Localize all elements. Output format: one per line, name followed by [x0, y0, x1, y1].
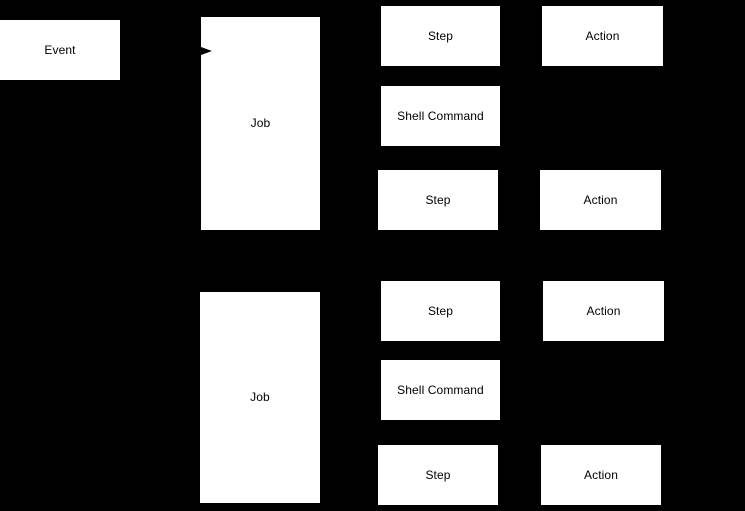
arrow-event-to-job-icon — [201, 47, 212, 55]
node-step-2-label: Step — [425, 192, 451, 207]
node-shell-command-1[interactable]: Shell Command — [381, 86, 500, 146]
node-step-3-label: Step — [427, 303, 454, 318]
node-job-1-label: Job — [250, 116, 271, 131]
node-step-4-label: Step — [425, 467, 451, 482]
node-step-2[interactable]: Step — [378, 170, 498, 230]
node-job-2[interactable]: Job — [200, 292, 320, 503]
node-job-1[interactable]: Job — [201, 17, 320, 230]
node-step-4[interactable]: Step — [378, 445, 498, 505]
node-step-1-label: Step — [427, 28, 454, 43]
node-action-1-label: Action — [585, 28, 620, 43]
node-action-4-label: Action — [584, 467, 618, 482]
node-step-3[interactable]: Step — [381, 281, 500, 341]
node-shell-command-2[interactable]: Shell Command — [381, 360, 500, 420]
node-action-3-label: Action — [586, 303, 621, 318]
node-step-1[interactable]: Step — [381, 6, 500, 66]
node-shell-command-1-label: Shell Command — [397, 108, 484, 123]
node-event[interactable]: Event — [0, 20, 120, 80]
node-shell-command-2-label: Shell Command — [397, 382, 484, 397]
node-event-label: Event — [44, 42, 76, 57]
node-action-3[interactable]: Action — [543, 281, 664, 341]
node-action-4[interactable]: Action — [541, 445, 661, 505]
node-action-2-label: Action — [583, 192, 618, 207]
node-action-2[interactable]: Action — [540, 170, 661, 230]
node-action-1[interactable]: Action — [542, 6, 663, 66]
node-job-2-label: Job — [250, 390, 270, 405]
